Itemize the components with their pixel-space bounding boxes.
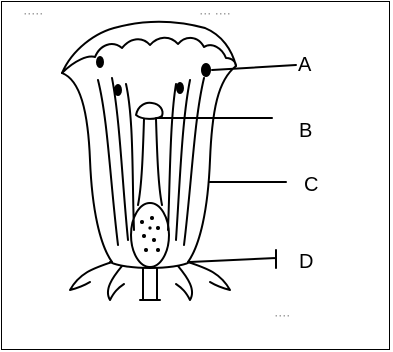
petal-left-outer [62,73,112,262]
petal-line-right-3 [168,84,176,230]
pointer-a [212,65,296,70]
petal-line-left-3 [126,84,134,230]
style-left [138,119,144,205]
ovule-1 [140,220,144,224]
label-c: C [304,175,318,195]
label-d: D [299,252,313,272]
anther-2 [114,84,122,96]
ovule-5 [152,238,156,242]
ovule-4 [142,234,146,238]
label-b: B [299,121,312,141]
ovary [131,203,169,267]
sepal-left-2 [108,266,124,300]
ovule-2 [150,216,154,220]
ovule-3 [156,226,160,230]
petal-right-outer [188,66,236,262]
label-a: A [298,55,311,75]
anther-3 [176,82,184,94]
sepal-right-2 [176,266,192,300]
pointer-d [190,250,276,268]
sepal-left [70,262,112,290]
anther-1 [96,56,104,68]
stigma [136,103,163,119]
ovule-8 [148,226,151,229]
sepal-right [188,262,230,290]
pedicel [140,268,160,300]
ovule-6 [144,248,148,252]
style-right [156,119,162,205]
anther-4 [201,63,211,77]
ovule-7 [156,248,160,252]
corolla-rim [62,22,236,73]
